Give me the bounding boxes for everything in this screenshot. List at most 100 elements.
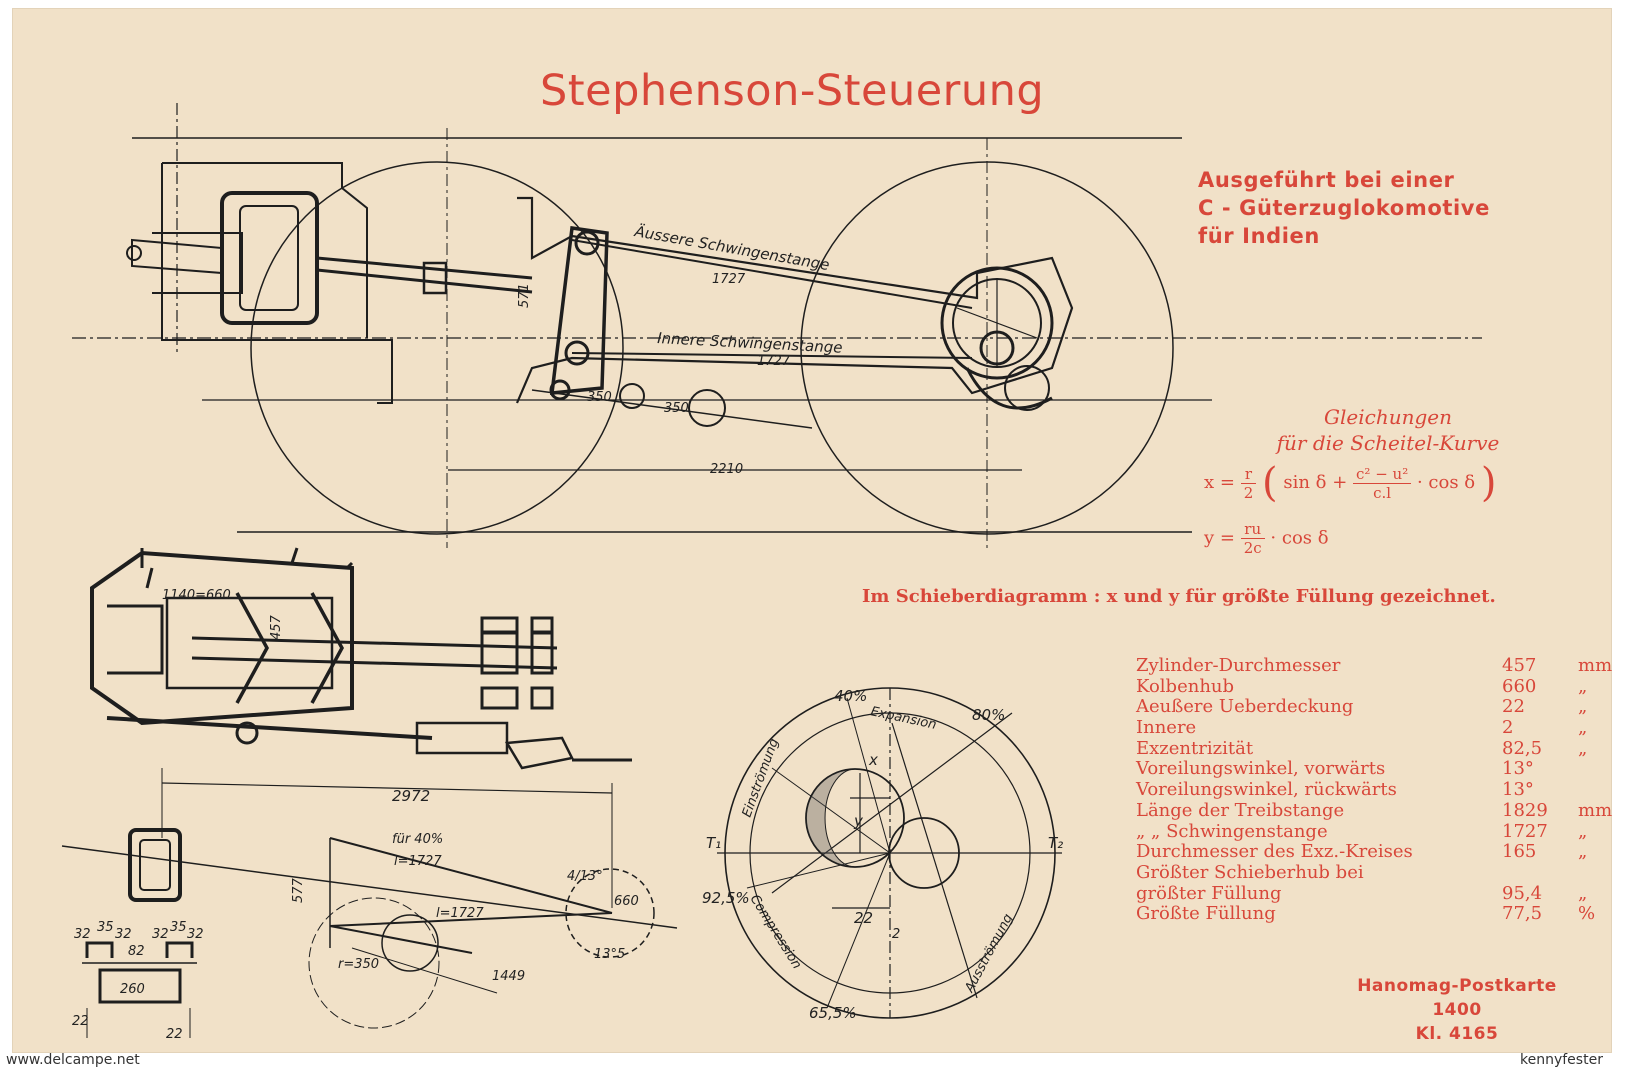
spec-label: Kolbenhub	[1136, 675, 1235, 697]
label-t2: T₂	[1048, 834, 1063, 852]
dim-2: 2	[892, 927, 900, 942]
equation-x-cos: · cos δ	[1416, 472, 1476, 493]
spec-value: 165	[1502, 841, 1537, 863]
dim-571: 571	[517, 283, 532, 308]
spec-row: größter Füllung 95,4 „	[1136, 882, 1606, 905]
dim-2972: 2972	[392, 787, 430, 805]
equation-x-lhs: x	[1204, 472, 1215, 493]
angle-13-a: 4/13°	[567, 869, 603, 884]
spec-row: Durchmesser des Exz.-Kreises 165 „	[1136, 841, 1606, 863]
spec-value: 1727	[1502, 820, 1548, 842]
spec-value: 13°	[1502, 779, 1534, 801]
spec-unit: „	[1578, 841, 1588, 863]
spec-unit: „	[1578, 882, 1588, 904]
dim-32-a: 32	[74, 927, 91, 942]
label-l-1727: l=1727	[394, 854, 442, 869]
label-ausstromung: Ausströmung	[962, 911, 1016, 995]
page-title: Stephenson-Steuerung	[540, 66, 1045, 116]
spec-unit: „	[1578, 737, 1588, 759]
dim-22-b: 22	[166, 1027, 183, 1042]
footer-line-3: Kl. 4165	[1415, 1024, 1499, 1044]
subtitle-line-2: C - Güterzuglokomotive	[1198, 196, 1490, 220]
dim-22-a: 22	[72, 1014, 89, 1029]
spec-row: „ „ Schwingenstange 1727 „	[1136, 820, 1606, 843]
equations-heading-line-2: für die Scheitel-Kurve	[1276, 431, 1500, 455]
label-expansion: Expansion	[869, 704, 938, 733]
spec-value: 95,4	[1502, 882, 1543, 904]
spec-value: 77,5	[1502, 903, 1543, 925]
technical-drawing: Äussere Schwingenstange Innere Schwingen…	[61, 103, 1482, 1042]
spec-value: 457	[1502, 655, 1537, 676]
dim-1140: 1140=660	[162, 588, 231, 603]
pct-40: 40%	[834, 687, 867, 705]
dim-350-b: 350	[664, 401, 689, 416]
subtitle: Ausgeführt bei einer C - Güterzuglokomot…	[1198, 166, 1490, 250]
label-compression: Compression	[747, 892, 805, 972]
spec-value: 22	[1502, 696, 1525, 718]
postcard: Äussere Schwingenstange Innere Schwingen…	[12, 8, 1612, 1053]
dim-35-b: 35	[170, 920, 187, 935]
spec-label: Länge der Treibstange	[1136, 799, 1345, 821]
spec-label: Größte Füllung	[1136, 903, 1276, 925]
equations-heading: Gleichungen für die Scheitel-Kurve	[1238, 404, 1538, 456]
label-y: y	[853, 812, 864, 830]
dim-660: 660	[614, 894, 639, 909]
spec-unit: mm	[1578, 655, 1613, 676]
dim-2210: 2210	[710, 462, 743, 477]
spec-value: 1829	[1502, 799, 1548, 821]
spec-row: Größter Schieberhub bei	[1136, 861, 1606, 884]
spec-label: Voreilungswinkel, rückwärts	[1136, 779, 1397, 801]
label-l-1727-b: l=1727	[436, 906, 484, 921]
watermark-right: kennyfester	[1520, 1052, 1603, 1068]
dim-32-b: 32	[115, 927, 132, 942]
subtitle-line-1: Ausgeführt bei einer	[1198, 168, 1455, 192]
dim-22-c: 22	[854, 909, 873, 927]
dim-35-a: 35	[97, 920, 114, 935]
spec-label: Größter Schieberhub bei	[1136, 861, 1364, 883]
spec-label: größter Füllung	[1136, 882, 1282, 904]
dim-32-c: 32	[152, 927, 169, 942]
footer-line-1: Hanomag-Postkarte	[1357, 976, 1557, 996]
dim-82: 82	[128, 944, 145, 959]
spec-label: „ „ Schwingenstange	[1136, 820, 1328, 842]
subtitle-line-3: für Indien	[1198, 224, 1320, 248]
label-fur-40: für 40%	[392, 832, 443, 847]
pct-65-5: 65,5%	[809, 1004, 857, 1022]
spec-value: 13°	[1502, 758, 1534, 780]
pct-92-5: 92,5%	[702, 889, 750, 907]
inner-rod-label: Innere Schwingenstange	[657, 329, 843, 357]
spec-unit: mm	[1578, 799, 1613, 821]
dim-350-a: 350	[587, 390, 612, 405]
spec-row: Größte Füllung 77,5%	[1136, 904, 1606, 925]
spec-label: Aeußere Ueberdeckung	[1136, 696, 1354, 718]
spec-unit: %	[1578, 903, 1596, 925]
footer: Hanomag-Postkarte 1400 Kl. 4165	[1312, 974, 1602, 1046]
dim-260: 260	[120, 982, 145, 997]
spec-unit: „	[1578, 717, 1588, 739]
spec-value: 2	[1502, 717, 1514, 739]
spec-unit: „	[1578, 820, 1588, 842]
spec-unit: „	[1578, 696, 1588, 718]
label-t1: T₁	[706, 834, 721, 852]
diagram-note: Im Schieberdiagramm : x und y für größte…	[862, 586, 1496, 607]
equation-y-lhs: y	[1204, 527, 1215, 549]
spec-label: Durchmesser des Exz.-Kreises	[1136, 841, 1413, 863]
equation-x-sin: sin δ +	[1283, 472, 1348, 493]
spec-row: Zylinder-Durchmesser 457 mm	[1136, 655, 1612, 677]
spec-label: Voreilungswinkel, vorwärts	[1136, 758, 1386, 780]
spec-value: 660	[1502, 675, 1537, 697]
watermark-left: www.delcampe.net	[6, 1052, 140, 1068]
spec-row: Voreilungswinkel, vorwärts 13°	[1136, 759, 1606, 780]
spec-label: Zylinder-Durchmesser	[1136, 655, 1341, 676]
label-einstromung: Einströmung	[740, 737, 782, 820]
dim-r350: r=350	[338, 957, 379, 972]
label-x: x	[868, 751, 878, 769]
